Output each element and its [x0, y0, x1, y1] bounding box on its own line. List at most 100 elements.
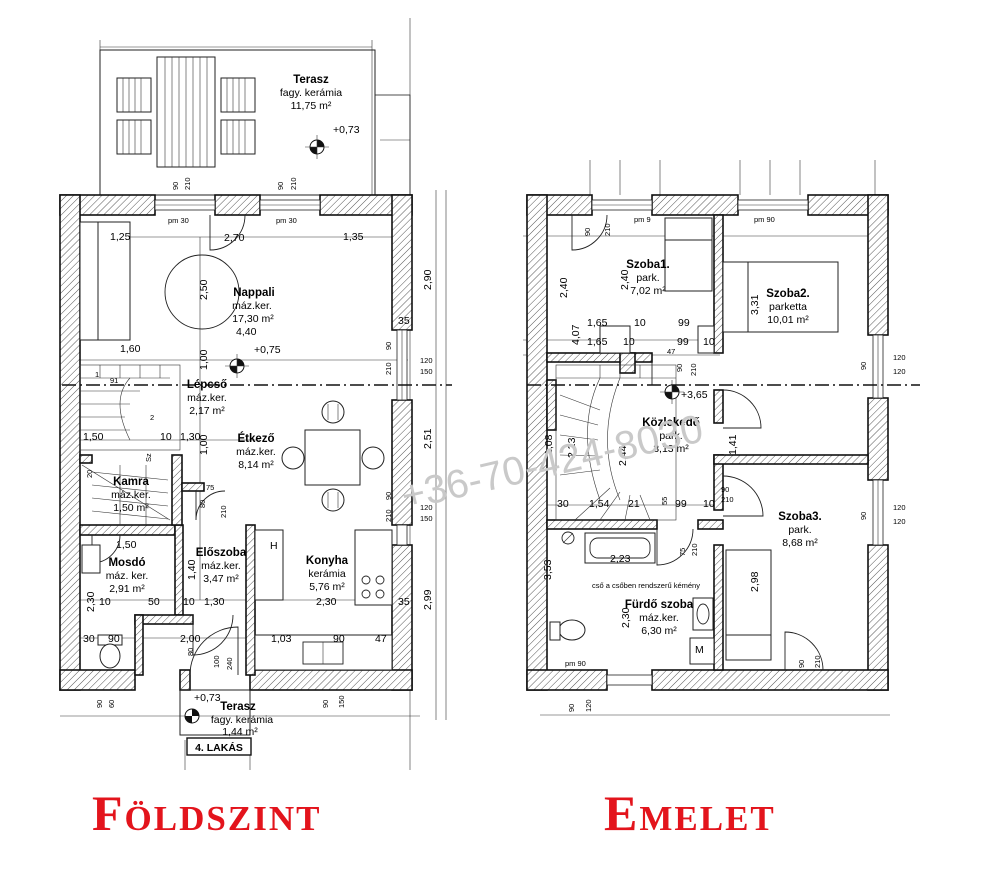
svg-text:10,01 m²: 10,01 m²	[767, 314, 809, 326]
svg-text:1,03: 1,03	[271, 633, 292, 645]
ground-walls	[59, 194, 413, 691]
svg-text:Konyha: Konyha	[306, 555, 349, 567]
svg-text:10: 10	[703, 336, 715, 348]
svg-text:máz.ker.: máz.ker.	[639, 612, 679, 624]
svg-text:1,00: 1,00	[198, 349, 210, 370]
upper-dimension-labels: pm 9 pm 90 pm 90 2,40 2,40 3,31 4,07 1,6…	[542, 215, 906, 712]
svg-text:6,30 m²: 6,30 m²	[641, 625, 677, 637]
svg-text:1,50: 1,50	[116, 539, 137, 551]
svg-text:150: 150	[420, 367, 433, 376]
svg-text:90: 90	[859, 512, 868, 520]
room-label-terrace-top: Terasz fagy. kerámia 11,75 m²	[280, 74, 342, 112]
level-text-living: +0,75	[254, 344, 281, 356]
terrace-chairs	[116, 77, 256, 155]
svg-text:10: 10	[160, 431, 172, 443]
svg-text:90: 90	[384, 342, 393, 350]
svg-text:Közlekedő: Közlekedő	[642, 417, 700, 429]
svg-text:120: 120	[893, 367, 906, 376]
svg-text:2,44: 2,44	[617, 445, 629, 466]
svg-text:1,65: 1,65	[587, 336, 608, 348]
svg-text:90: 90	[384, 492, 393, 500]
svg-text:210: 210	[721, 495, 734, 504]
svg-text:210: 210	[689, 363, 698, 376]
level-marker-upper	[660, 380, 684, 404]
top-terrace	[99, 49, 411, 196]
svg-text:Sz: Sz	[144, 453, 153, 462]
svg-text:210: 210	[813, 655, 822, 668]
svg-text:10: 10	[634, 317, 646, 329]
svg-text:Előszoba: Előszoba	[196, 547, 247, 559]
svg-text:1,60: 1,60	[120, 343, 141, 355]
ground-floor-plan: 4. LAKÁS Terasz fagy. kerámia 11,75 m² +…	[59, 18, 452, 770]
svg-text:3,53: 3,53	[542, 559, 554, 580]
level-marker-living	[225, 354, 249, 378]
svg-text:Szoba3.: Szoba3.	[778, 511, 821, 523]
svg-text:60: 60	[107, 700, 116, 708]
svg-text:47: 47	[667, 347, 675, 356]
room-label-kozlekedo: Közlekedő park. 3,13 m²	[642, 417, 700, 455]
svg-text:99: 99	[677, 336, 689, 348]
svg-text:2,23: 2,23	[566, 437, 578, 458]
svg-text:2,51: 2,51	[422, 428, 434, 449]
svg-text:120: 120	[893, 353, 906, 362]
svg-text:park.: park.	[659, 430, 682, 442]
svg-text:Lépcső: Lépcső	[187, 379, 227, 391]
svg-text:máz.ker.: máz.ker.	[201, 560, 241, 572]
ground-dimension-labels: 1,25 2,70 1,35 2,90 2,50 4,40 35 1,60 2,…	[83, 177, 434, 708]
svg-text:99: 99	[678, 317, 690, 329]
room-label-kamra: Kamra máz.ker. 1,50 m²	[111, 476, 151, 514]
svg-text:Szoba1.: Szoba1.	[626, 259, 669, 271]
svg-text:Nappali: Nappali	[233, 287, 275, 299]
svg-text:100: 100	[212, 655, 221, 668]
svg-text:17,30 m²: 17,30 m²	[232, 313, 274, 325]
svg-text:pm 90: pm 90	[565, 659, 586, 668]
svg-text:2,70: 2,70	[224, 232, 245, 244]
svg-text:park.: park.	[636, 272, 659, 284]
svg-text:150: 150	[337, 695, 346, 708]
room-label-furdo: Fürdő szoba máz.ker. 6,30 m²	[625, 599, 694, 637]
svg-text:1,00: 1,00	[198, 434, 210, 455]
living-furniture	[79, 221, 240, 341]
svg-text:pm 30: pm 30	[276, 216, 297, 225]
svg-text:1,41: 1,41	[727, 434, 739, 455]
svg-text:Szoba2.: Szoba2.	[766, 288, 809, 300]
svg-text:1,30: 1,30	[180, 431, 201, 443]
svg-text:90: 90	[583, 228, 592, 236]
svg-text:H: H	[270, 540, 278, 552]
room-label-szoba2: Szoba2. parketta 10,01 m²	[766, 288, 809, 326]
upper-floor-heading: Emelet	[604, 785, 776, 841]
svg-text:2,50: 2,50	[198, 279, 210, 300]
svg-text:90: 90	[171, 182, 180, 190]
svg-text:Kamra: Kamra	[113, 476, 149, 488]
svg-text:parketta: parketta	[769, 301, 807, 313]
svg-text:4,07: 4,07	[570, 324, 582, 345]
svg-text:90: 90	[797, 660, 806, 668]
svg-text:10: 10	[99, 596, 111, 608]
svg-text:21: 21	[628, 498, 640, 510]
svg-text:1,08: 1,08	[543, 434, 555, 455]
svg-text:47: 47	[375, 633, 387, 645]
svg-text:máz.ker.: máz.ker.	[236, 446, 276, 458]
upper-beds	[599, 217, 839, 661]
svg-text:1,25: 1,25	[110, 231, 131, 243]
svg-text:2,30: 2,30	[620, 607, 632, 628]
level-text-entry: +0,73	[194, 692, 221, 704]
ground-stairs	[79, 364, 181, 525]
svg-text:90: 90	[276, 182, 285, 190]
svg-text:120: 120	[420, 503, 433, 512]
svg-text:30: 30	[557, 498, 569, 510]
svg-text:80: 80	[186, 648, 195, 656]
ground-floor-heading: Földszint	[92, 785, 322, 841]
room-label-szoba1: Szoba1. park. 7,02 m²	[626, 259, 669, 297]
svg-text:240: 240	[225, 657, 234, 670]
svg-text:3,31: 3,31	[749, 294, 761, 315]
room-label-eloszoba: Előszoba máz.ker. 3,47 m²	[196, 547, 247, 585]
svg-text:90: 90	[567, 704, 576, 712]
svg-text:90: 90	[333, 633, 345, 645]
level-marker-entry	[184, 708, 200, 724]
svg-text:120: 120	[893, 503, 906, 512]
svg-text:120: 120	[584, 699, 593, 712]
svg-text:90: 90	[721, 485, 729, 494]
svg-text:2,00: 2,00	[180, 633, 201, 645]
